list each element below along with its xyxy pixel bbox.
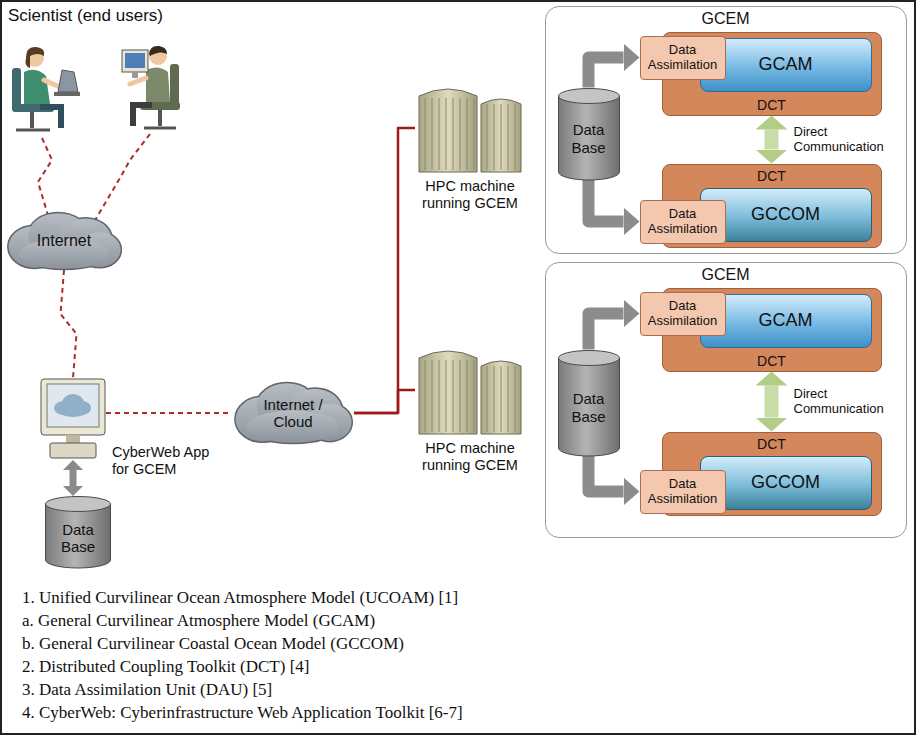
- connector: [765, 386, 779, 418]
- connector: [354, 390, 415, 413]
- legend-note: b. General Curvilinear Coastal Ocean Mod…: [22, 634, 404, 654]
- node-text: Data Assimilation: [644, 299, 722, 329]
- legend-note: a. General Curvilinear Atmosphere Model …: [22, 611, 375, 631]
- node-text: GCEM: [546, 10, 905, 28]
- cloud-node: Internet / Cloud: [232, 382, 354, 444]
- data-assimilation-box: Data Assimilation: [640, 470, 726, 514]
- node-text: Internet: [37, 232, 91, 250]
- connector: [765, 130, 779, 150]
- hpc-machine: HPC machine running GCEM: [415, 80, 525, 215]
- cloud-node: Internet: [5, 212, 123, 270]
- data-assimilation-box: Data Assimilation: [640, 36, 726, 80]
- node-text: HPC machine running GCEM: [415, 440, 525, 473]
- connector: [589, 180, 624, 222]
- node-text: HPC machine running GCEM: [415, 178, 525, 211]
- connector: [589, 456, 624, 492]
- database-cylinder: Data Base: [558, 350, 620, 456]
- edge-label: Direct Communication: [792, 387, 896, 417]
- connector: [106, 412, 232, 414]
- scientist-figure: [12, 47, 80, 130]
- edge-label: Direct Communication: [792, 125, 896, 155]
- node-text: DCT: [663, 436, 881, 452]
- network-link: [38, 138, 52, 222]
- node-text: Data Base: [49, 521, 107, 556]
- scientist-figure: [122, 46, 180, 128]
- database-cylinder: Data Base: [558, 88, 620, 180]
- legend-note: 1. Unified Curvilinear Ocean Atmosphere …: [22, 588, 458, 608]
- legend-note: 2. Distributed Coupling Toolkit (DCT) [4…: [22, 657, 309, 677]
- computer-icon-outline: [40, 378, 106, 460]
- node-text: CyberWeb App for GCEM: [112, 444, 220, 477]
- node-text: DCT: [663, 97, 881, 113]
- node-text: Data Assimilation: [644, 207, 722, 237]
- node-text: Data Base: [562, 121, 616, 156]
- node-text: Data Base: [562, 390, 616, 425]
- node-text: DCT: [663, 353, 881, 369]
- node-text: Internet / Cloud: [250, 396, 336, 431]
- node-text: GCAM: [759, 310, 813, 331]
- connector: [354, 128, 415, 413]
- network-link: [94, 134, 150, 222]
- node-text: GCEM: [546, 266, 905, 284]
- legend-note: 4. CyberWeb: Cyberinfrastructure Web App…: [22, 703, 463, 723]
- user-label: Scientist (end users): [8, 6, 163, 26]
- connector: [61, 270, 77, 378]
- node-text: Data Assimilation: [644, 477, 722, 507]
- connector: [589, 314, 624, 350]
- database-cylinder: Data Base: [45, 496, 111, 568]
- data-assimilation-box: Data Assimilation: [640, 200, 726, 244]
- data-assimilation-box: Data Assimilation: [640, 292, 726, 336]
- node-text: DCT: [663, 168, 881, 184]
- node-text: GCCOM: [751, 204, 820, 225]
- node-text: GCCOM: [751, 472, 820, 493]
- node-text: GCAM: [759, 54, 813, 75]
- connector: [589, 58, 624, 88]
- computer-icon: CyberWeb App for GCEM: [40, 378, 106, 460]
- connector: [70, 470, 77, 486]
- legend-note: 3. Data Assimilation Unit (DAU) [5]: [22, 680, 272, 700]
- hpc-machine: HPC machine running GCEM: [415, 342, 525, 477]
- node-text: Data Assimilation: [644, 43, 722, 73]
